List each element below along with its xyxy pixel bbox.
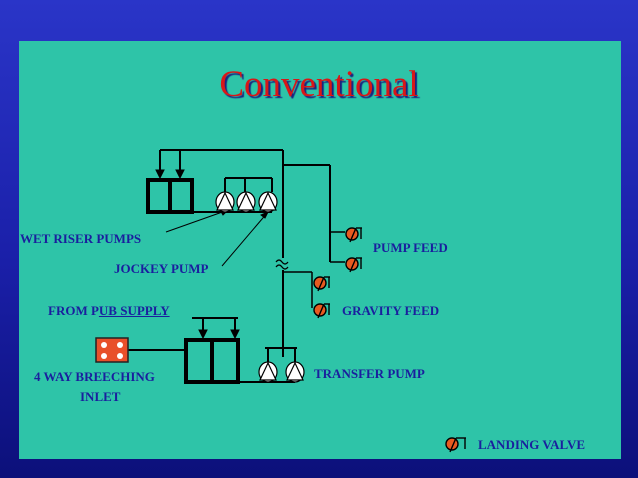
public-supply-label: FROM PUB SUPPLY: [48, 303, 170, 318]
public-supply-label-underlined: UB SUPPLY: [98, 303, 170, 318]
transfer-pump-label: TRANSFER PUMP: [314, 366, 425, 381]
gravity-feed-valve-1-icon: [313, 276, 330, 292]
pump-feed-label: PUMP FEED: [373, 240, 448, 255]
tank-feed-arrow-1: [155, 169, 165, 180]
slide-title: Conventional: [219, 64, 419, 105]
jockey-pointer-head: [260, 211, 270, 219]
pump-feed-valve-1-icon: [345, 227, 362, 243]
supply-arrow-2: [230, 329, 240, 340]
transfer-pump-1-triangle: [259, 361, 277, 381]
breeching-inlet-label-line2: INLET: [80, 389, 121, 404]
wet-riser-pumps-label: WET RISER PUMPS: [20, 231, 142, 246]
tank-feed-arrow-2: [175, 169, 185, 180]
pipe-break-symbol: [275, 259, 289, 270]
jockey-pump-label: JOCKEY PUMP: [114, 261, 209, 276]
pump-feed-valve-2-icon: [345, 257, 362, 273]
breeching-inlet-label: 4 WAY BREECHING: [34, 369, 155, 384]
wet-riser-pump-1-triangle: [216, 191, 234, 211]
supply-arrow-1: [198, 329, 208, 340]
public-supply-label-plain: FROM P: [48, 303, 99, 318]
jockey-pointer: [221, 211, 269, 267]
transfer-pump-2-triangle: [286, 361, 304, 381]
gravity-feed-valve-2-icon: [313, 303, 330, 319]
jockey-pump-triangle: [259, 191, 277, 211]
wet-riser-pump-2-triangle: [237, 191, 255, 211]
gravity-feed-label: GRAVITY FEED: [342, 303, 440, 318]
breeching-inlet-icon: [95, 337, 129, 363]
diagram-panel: [19, 41, 621, 459]
landing-valve-legend-icon: [445, 437, 466, 453]
landing-valve-label: LANDING VALVE: [478, 437, 586, 452]
wet-riser-pointer: [165, 209, 229, 233]
